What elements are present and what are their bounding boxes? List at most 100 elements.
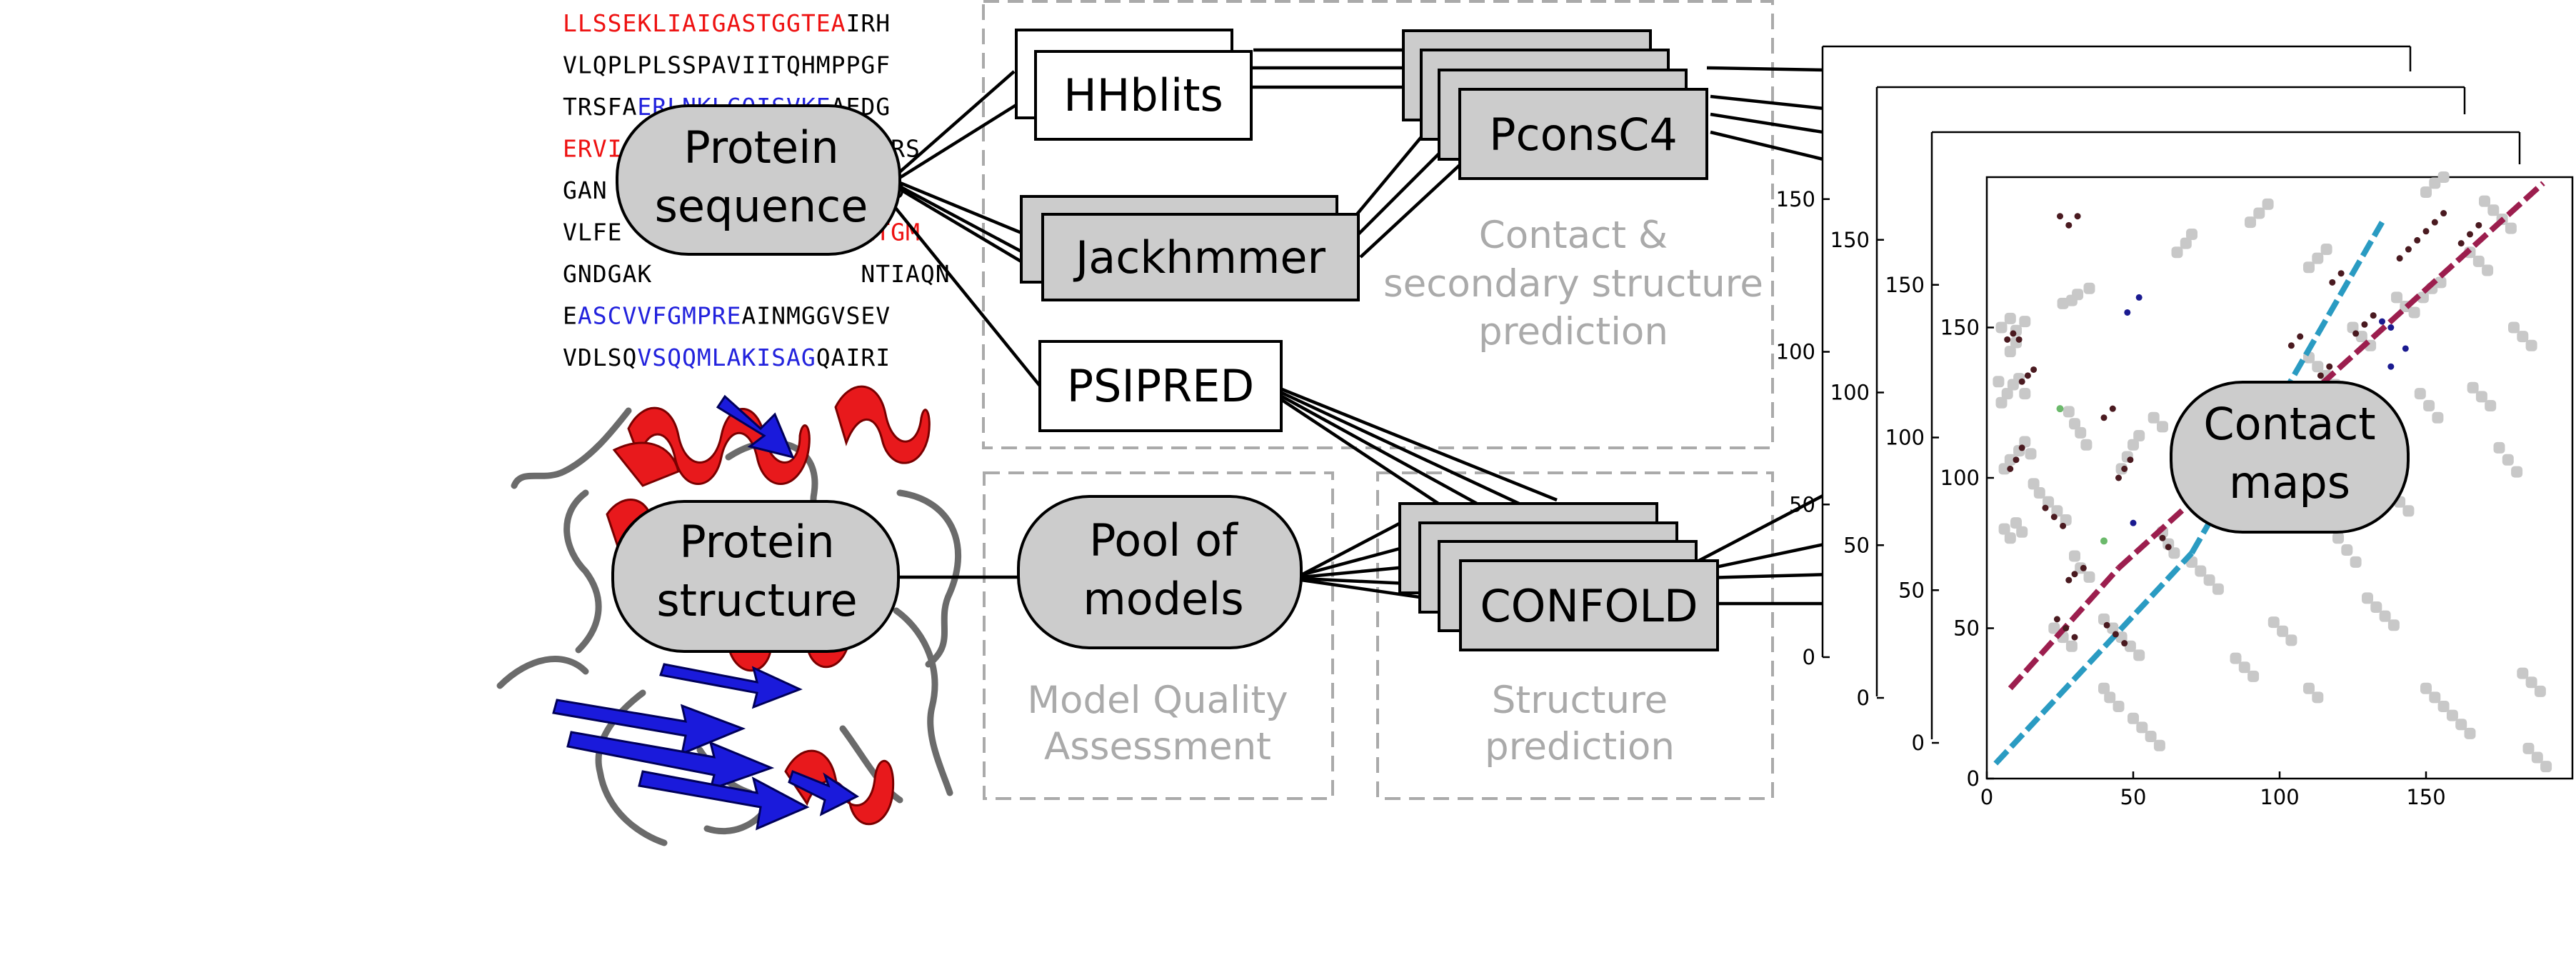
contact-point bbox=[2446, 709, 2458, 721]
x-tick-label: 0 bbox=[1980, 785, 1993, 809]
predicted-contact-point bbox=[2329, 279, 2336, 286]
predicted-contact-point bbox=[2370, 312, 2377, 319]
contact-point bbox=[2186, 228, 2197, 240]
contact-point bbox=[2080, 439, 2093, 451]
predicted-contact-point bbox=[2030, 366, 2038, 373]
contact-point bbox=[2133, 649, 2145, 661]
psipred-label: PSIPRED bbox=[1067, 360, 1254, 412]
predicted-contact-point bbox=[2065, 576, 2073, 584]
contact-point bbox=[2019, 388, 2031, 400]
pool-of-models-node: Pool of models bbox=[1017, 495, 1303, 649]
predicted-contact-point bbox=[2326, 363, 2333, 370]
predicted-contact-point bbox=[2015, 336, 2023, 343]
protein-sequence-line2: sequence bbox=[655, 180, 868, 232]
contact-point bbox=[2075, 426, 2087, 439]
contact-point bbox=[2303, 682, 2315, 694]
contact-point bbox=[2245, 216, 2256, 229]
predicted-contact-point bbox=[2071, 571, 2078, 578]
contact-point bbox=[2098, 682, 2110, 694]
contact-point bbox=[2332, 532, 2344, 544]
contact-point bbox=[2128, 712, 2139, 724]
sequence-segment: ASCVVFGMPRE bbox=[578, 302, 742, 330]
contact-point bbox=[2277, 625, 2289, 637]
contact-point bbox=[2508, 321, 2520, 334]
pool-of-models-line2: models bbox=[1083, 573, 1243, 625]
contact-point bbox=[2485, 399, 2497, 411]
predicted-contact-point bbox=[2071, 634, 2078, 641]
y-tick-label: 0 bbox=[1967, 766, 1980, 791]
contact-point bbox=[2408, 306, 2420, 319]
predicted-contact-point bbox=[2127, 456, 2134, 464]
contact-point bbox=[2069, 550, 2080, 562]
predicted-contact-point bbox=[2457, 240, 2465, 247]
contact-point bbox=[2072, 289, 2084, 301]
protein-structure-line1: Protein bbox=[679, 516, 834, 568]
predicted-contact-point bbox=[2109, 405, 2116, 412]
contact-point bbox=[2019, 316, 2031, 328]
contact-point bbox=[2379, 610, 2391, 622]
predicted-contact-point bbox=[2121, 465, 2128, 472]
contact-point bbox=[2303, 261, 2315, 274]
predicted-contact-point bbox=[2317, 372, 2324, 379]
predicted-contact-point bbox=[2050, 514, 2058, 521]
contact-point bbox=[2113, 700, 2125, 712]
model-quality-group-frame bbox=[983, 471, 1334, 800]
sequence-segment: ERVI bbox=[563, 135, 622, 163]
contact-point bbox=[2312, 252, 2324, 264]
predicted-contact-point bbox=[2004, 336, 2011, 343]
contact-point bbox=[2502, 454, 2514, 466]
contact-point bbox=[1995, 396, 2008, 409]
predicted-contact-point bbox=[2057, 213, 2063, 220]
model-quality-group-label: Model Quality Assessment bbox=[1027, 679, 1288, 769]
contact-point bbox=[2004, 532, 2016, 544]
stacked-map-y-tick-label: 0 bbox=[1912, 731, 1925, 755]
svg-text:Contact &: Contact & bbox=[1479, 214, 1668, 257]
predicted-contact-point bbox=[2361, 321, 2368, 328]
confold-label: CONFOLD bbox=[1480, 580, 1698, 632]
contact-point bbox=[2437, 700, 2450, 712]
contact-point bbox=[2362, 592, 2373, 604]
contact-point bbox=[2033, 487, 2045, 499]
predicted-contact-point bbox=[2402, 345, 2409, 352]
contact-point bbox=[1993, 376, 2005, 388]
protein-sequence-node: Protein sequence bbox=[616, 104, 901, 256]
x-tick-label: 100 bbox=[2260, 785, 2299, 809]
jackhmmer-box: Jackhmmer bbox=[1020, 195, 1360, 301]
predicted-contact-point bbox=[2396, 255, 2403, 262]
predicted-contact-point bbox=[2165, 544, 2172, 551]
contact-point bbox=[2025, 448, 2037, 460]
contact-point bbox=[2267, 616, 2280, 629]
sequence-segment: VLQPLPLSSPAVIITQHMPPGF bbox=[563, 51, 891, 79]
contact-point bbox=[2423, 399, 2435, 411]
sequence-line: VLQPLPLSSPAVIITQHMPPGF bbox=[563, 51, 891, 79]
svg-text:Model Quality: Model Quality bbox=[1027, 679, 1288, 722]
contact-point bbox=[1998, 523, 2010, 535]
contact-point bbox=[2531, 751, 2543, 764]
svg-text:Assessment: Assessment bbox=[1044, 725, 1271, 769]
contact-point bbox=[2004, 346, 2016, 358]
stacked-map-y-tick-label: 0 bbox=[1803, 645, 1815, 669]
predicted-contact-point bbox=[2297, 333, 2304, 340]
stacked-map-y-tick-label: 100 bbox=[1830, 381, 1870, 405]
contact-point bbox=[2010, 517, 2022, 529]
predicted-contact-point bbox=[2013, 456, 2020, 464]
stacked-map-y-tick-label: 100 bbox=[1885, 426, 1925, 450]
contact-point bbox=[2065, 640, 2078, 652]
sequence-segment: E bbox=[563, 302, 578, 330]
contact-point bbox=[2493, 441, 2505, 454]
contact-point bbox=[2517, 667, 2529, 679]
predicted-contact-point bbox=[2100, 414, 2108, 421]
contact-point bbox=[2435, 276, 2447, 289]
contact-point bbox=[2312, 691, 2324, 704]
y-tick-label: 150 bbox=[1940, 316, 1980, 340]
predicted-contact-point bbox=[2018, 378, 2025, 385]
svg-text:prediction: prediction bbox=[1485, 725, 1675, 769]
predicted-contact-point bbox=[2121, 640, 2128, 647]
contact-point bbox=[2247, 670, 2260, 682]
contact-map-gray-points bbox=[1993, 171, 2552, 773]
contact-point bbox=[2320, 244, 2332, 256]
contact-maps-node: Contact maps bbox=[2170, 381, 2410, 534]
contact-point bbox=[2414, 388, 2426, 400]
predicted-contact-point bbox=[2414, 236, 2421, 244]
